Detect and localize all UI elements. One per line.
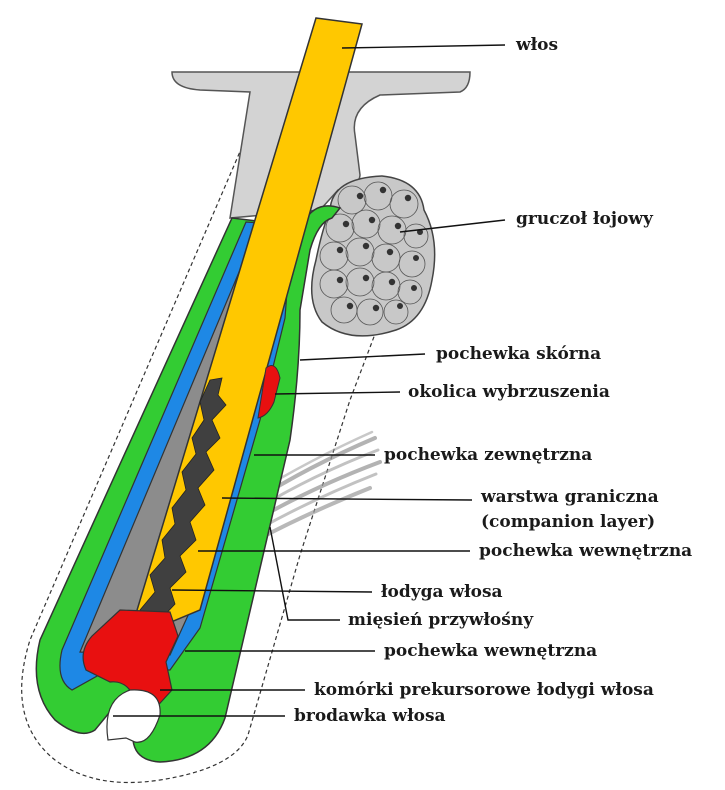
label-inner-root-sheath: pochewka wewnętrzna bbox=[479, 541, 692, 561]
label-dermal-papilla: brodawka włosa bbox=[294, 706, 446, 726]
label-dermal-sheath: pochewka skórna bbox=[436, 344, 601, 364]
label-outer-root-sheath: pochewka zewnętrzna bbox=[384, 445, 592, 465]
label-sebaceous-gland: gruczoł łojowy bbox=[516, 209, 654, 229]
label-bulge-region: okolica wybrzuszenia bbox=[408, 382, 610, 402]
label-hair: włos bbox=[515, 35, 558, 55]
label-companion-layer: warstwa graniczna bbox=[480, 487, 659, 507]
label-precursor-cells: komórki prekursorowe łodygi włosa bbox=[314, 680, 654, 700]
label-companion-layer-en: (companion layer) bbox=[481, 512, 655, 532]
label-hair-shaft: łodyga włosa bbox=[381, 582, 503, 602]
label-inner-root-sheath-2: pochewka wewnętrzna bbox=[384, 641, 597, 661]
label-arrector-pili: mięsień przywłośny bbox=[348, 610, 534, 630]
